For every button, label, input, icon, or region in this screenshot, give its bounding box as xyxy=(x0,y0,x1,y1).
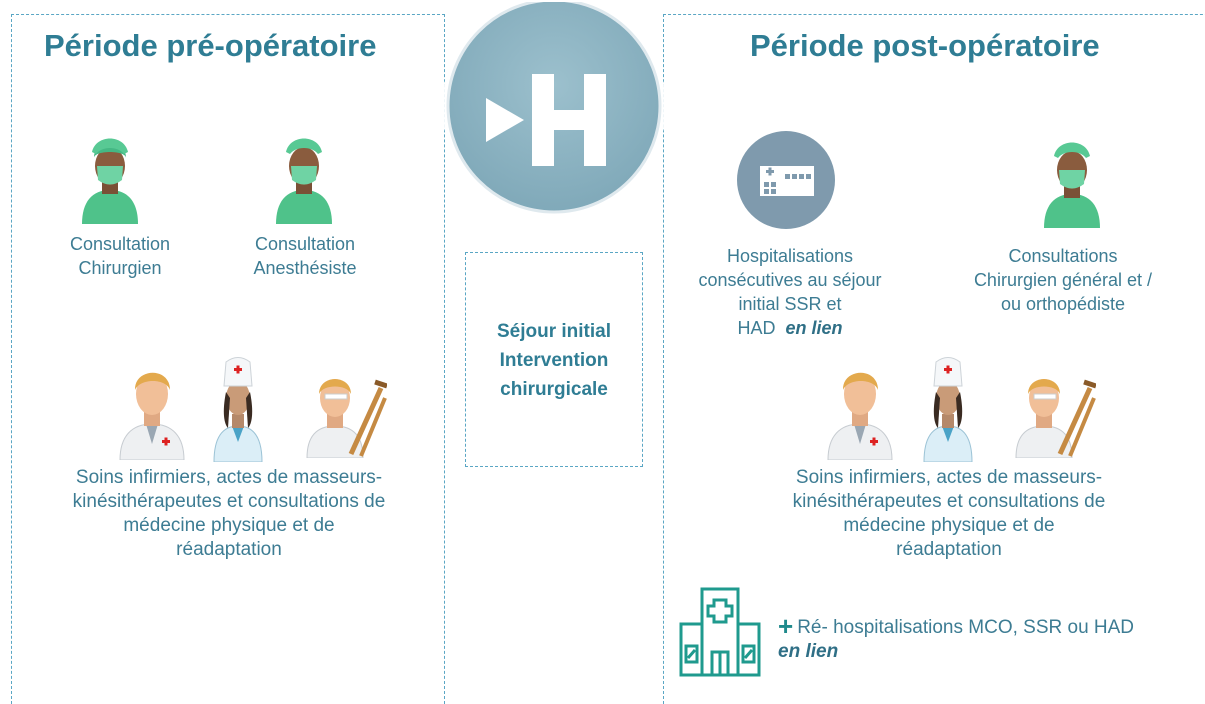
doctor-icon xyxy=(827,372,893,460)
doctor-icon xyxy=(119,372,185,460)
hospital-outline-icon xyxy=(679,587,761,677)
rehospitalisations-label: +Ré- hospitalisations MCO, SSR ou HAD en… xyxy=(778,611,1135,662)
pre-operative-care-label: Soins infirmiers, actes de masseurs- kin… xyxy=(72,467,386,560)
post-operative-title: Période post-opératoire xyxy=(750,28,1100,63)
post-operative-panel xyxy=(663,14,1205,704)
nurse-icon xyxy=(213,357,263,462)
hospital-logo-icon xyxy=(442,2,666,218)
initial-stay-text: Séjour initial Intervention chirurgicale xyxy=(496,321,612,400)
post-operative-care-label: Soins infirmiers, actes de masseurs- kin… xyxy=(792,467,1106,560)
pre-operative-title: Période pré-opératoire xyxy=(44,28,377,63)
nurse-icon xyxy=(923,357,973,462)
surgeon-icon xyxy=(1044,142,1100,228)
injured-patient-icon xyxy=(1015,379,1096,458)
hospital-building-icon xyxy=(737,131,835,229)
pre-operative-panel xyxy=(11,14,445,704)
surgeon-icon xyxy=(82,138,138,224)
hospitalisations-label: Hospitalisations consécutives au séjour … xyxy=(698,246,882,338)
surgeon-icon xyxy=(276,138,332,224)
injured-patient-icon xyxy=(306,379,387,458)
initial-stay-box xyxy=(465,252,643,467)
consultations-chirurgien-label: Consultations Chirurgien général et / ou… xyxy=(973,246,1153,314)
